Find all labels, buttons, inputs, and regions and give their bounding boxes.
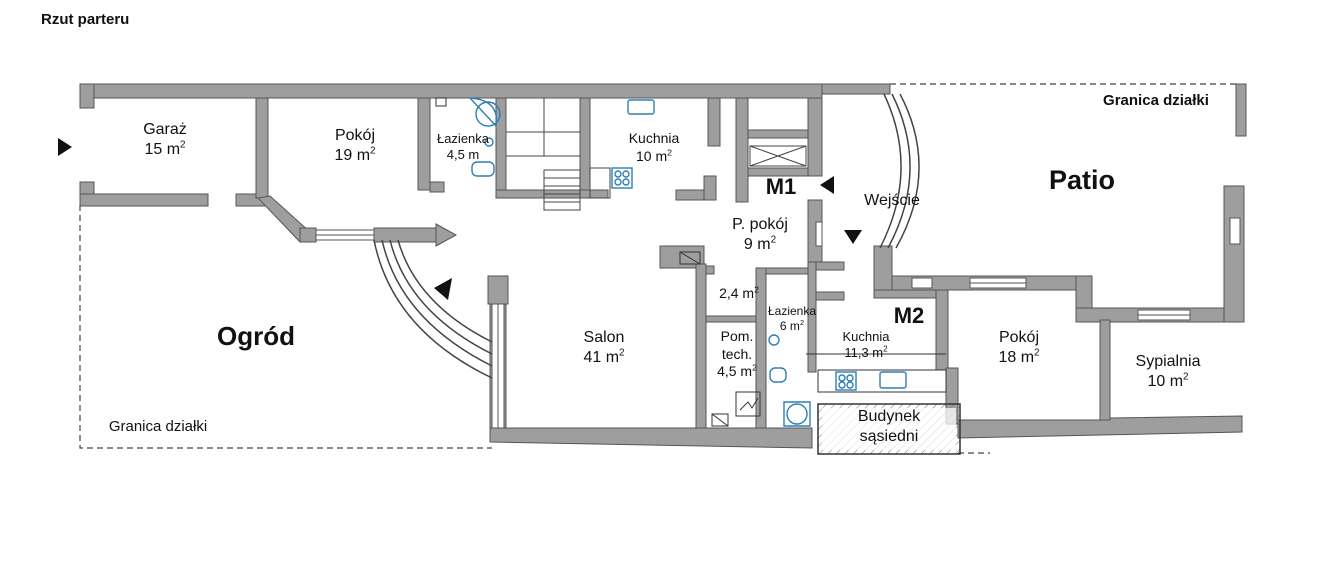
bay-arc (373, 239, 493, 379)
boiler-icon (435, 97, 761, 427)
tech-room-label: Pom. tech. 4,5 m2 (717, 328, 757, 379)
small-room-label: 2,4 m2 (719, 284, 759, 301)
fixtures (469, 97, 907, 427)
stairs (506, 98, 611, 211)
hall-label: P. pokój 9 m2 (732, 216, 788, 253)
bathroom1-label: Łazienka 4,5 m (436, 131, 490, 163)
arrows (58, 138, 862, 300)
entrance-arc (879, 93, 920, 249)
kitchen2-label: Kuchnia 11,3 m2 (842, 329, 890, 361)
room2-label: Pokój 18 m2 (998, 329, 1040, 366)
bathroom2-label: Łazienka 6 m2 (767, 304, 817, 333)
plan-title: Rzut parteru (41, 11, 130, 28)
kitchen1-label: Kuchnia 10 m2 (628, 130, 680, 164)
plot-border-label-left: Granica działki (108, 418, 208, 435)
plot-border-label-top: Granica działki (1103, 92, 1209, 109)
entrance-label: Wejście (864, 192, 920, 209)
bedroom-label: Sypialnia 10 m2 (1135, 353, 1201, 390)
garage-entry-arrow (58, 138, 72, 156)
m2-entry-arrow (844, 230, 862, 244)
neighbor-building-label: Budynek sąsiedni (857, 408, 921, 445)
garage-label: Garaż 15 m2 (143, 121, 187, 158)
room1-label: Pokój 19 m2 (334, 127, 376, 164)
garden-label: Ogród (217, 321, 295, 351)
elevator-shaft (749, 145, 807, 167)
m2-label: M2 (893, 303, 925, 328)
m1-entry-arrow (820, 176, 834, 194)
salon-entry-arrow (434, 278, 452, 300)
patio-label: Patio (1048, 165, 1115, 195)
windows (315, 217, 1241, 429)
m1-label: M1 (765, 174, 797, 199)
salon-label: Salon 41 m2 (583, 329, 625, 366)
